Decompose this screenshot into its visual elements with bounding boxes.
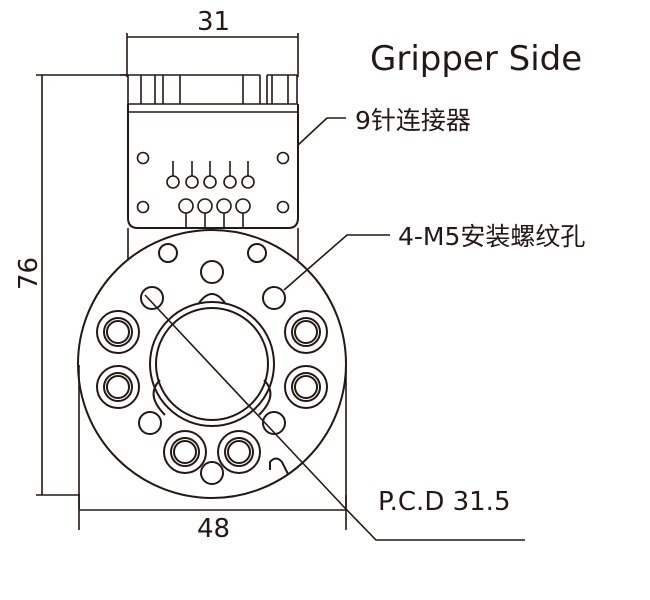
connector-callout-label: 9针连接器: [355, 106, 471, 135]
connector-pin: [178, 198, 194, 214]
dimension-top-width-label: 31: [197, 7, 230, 37]
mounting-thread-hole: [262, 411, 286, 435]
dimension-height-label: 76: [14, 257, 44, 290]
connector-mount-hole: [276, 200, 290, 214]
locating-nub: [258, 379, 272, 416]
counterbore-mid: [170, 437, 200, 467]
counterbore-outer: [96, 310, 140, 354]
counterbored-holes: [96, 310, 328, 474]
drawing-title: Gripper Side: [370, 39, 582, 79]
flange-outline: [77, 229, 347, 499]
pcd-callout-label: P.C.D 31.5: [378, 487, 511, 517]
pcd-callout: P.C.D 31.5: [144, 294, 525, 541]
dimension-height: 76: [14, 74, 128, 496]
connector-mount-hole: [136, 151, 150, 165]
connector-body: [127, 104, 299, 260]
mounting-thread-hole: [262, 286, 286, 310]
counterbore-mid: [224, 437, 254, 467]
key-slot: [269, 457, 289, 475]
counterbore-inner: [227, 440, 251, 464]
connector-header-fins: [120, 74, 298, 113]
counterbore-inner: [173, 440, 197, 464]
counterbore-outer: [284, 365, 328, 409]
plain-hole: [200, 260, 224, 284]
locating-nub: [198, 293, 226, 304]
counterbore-mid: [103, 317, 133, 347]
counterbore-outer: [284, 310, 328, 354]
dimension-top-width: 31: [126, 7, 299, 77]
mounting-thread-hole: [138, 411, 162, 435]
connector-pin: [223, 175, 237, 189]
connector-pin: [203, 175, 217, 189]
counterbore-mid: [291, 372, 321, 402]
dimension-bottom-width-label: 48: [197, 514, 230, 544]
mounting-holes-callout-label: 4-M5安装螺纹孔: [398, 222, 585, 251]
counterbore-outer: [163, 430, 207, 474]
mounting-thread-hole: [140, 286, 164, 310]
plain-hole: [158, 243, 178, 263]
connector-pins: [166, 161, 255, 228]
connector-pin: [241, 175, 255, 189]
counterbore-mid: [103, 372, 133, 402]
connector-pin: [197, 198, 213, 214]
connector-mount-hole: [276, 151, 290, 165]
counterbore-mid: [291, 317, 321, 347]
counterbore-inner: [106, 320, 130, 344]
counterbore-inner: [294, 375, 318, 399]
dimension-bottom-width: 48: [78, 495, 347, 544]
counterbore-outer: [96, 365, 140, 409]
mounting-holes-callout: 4-M5安装螺纹孔: [283, 222, 585, 291]
plain-hole: [200, 461, 224, 485]
counterbore-inner: [294, 320, 318, 344]
connector-callout: 9针连接器: [297, 106, 471, 146]
center-bore: [149, 293, 275, 427]
connector-pin: [216, 198, 232, 214]
plain-holes: [138, 243, 286, 485]
connector-pin: [166, 175, 180, 189]
connector-pin: [235, 198, 251, 214]
connector-pin: [185, 175, 199, 189]
locating-nub: [152, 379, 166, 416]
counterbore-inner: [106, 375, 130, 399]
plain-hole: [247, 243, 267, 263]
connector-mount-hole: [136, 200, 150, 214]
counterbore-outer: [217, 430, 261, 474]
